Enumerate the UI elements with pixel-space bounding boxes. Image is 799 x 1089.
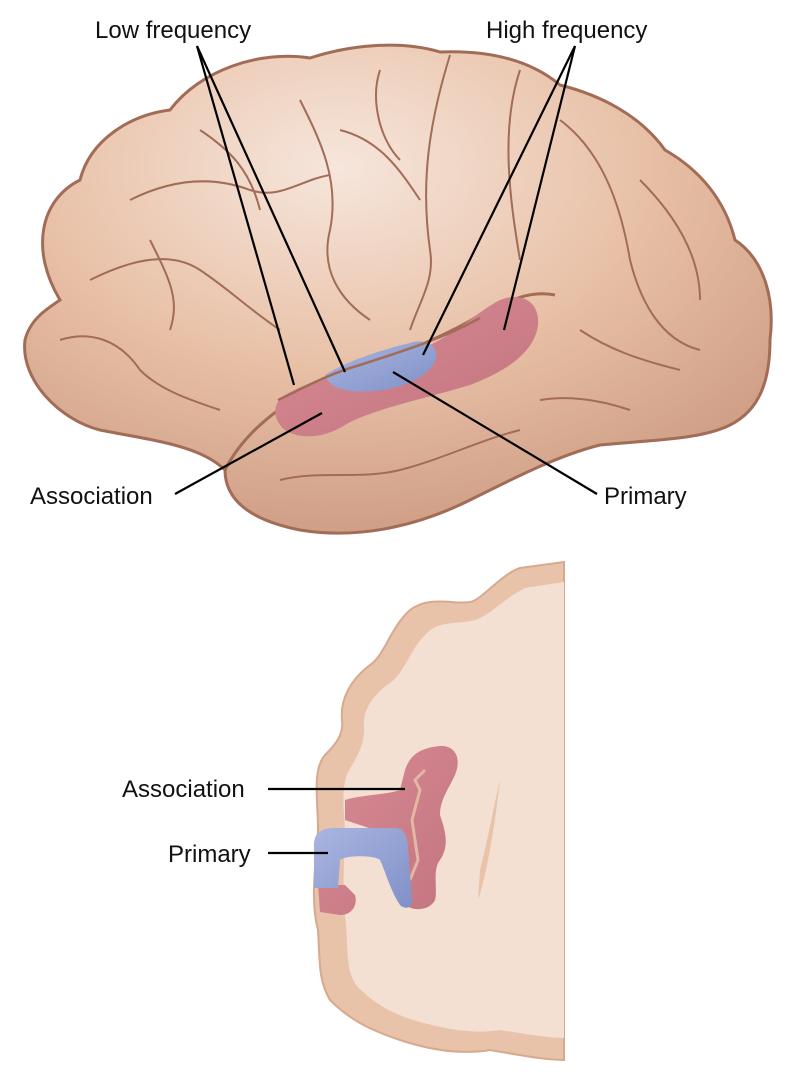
primary-region-coronal (314, 828, 412, 908)
leader-lines-lateral (174, 45, 598, 495)
leader-high-frequency-1 (422, 45, 576, 356)
internal-streak (478, 780, 500, 900)
leader-low-frequency-1 (195, 45, 296, 386)
brain-outline (23, 43, 773, 535)
leader-high-frequency-2 (502, 45, 577, 331)
coronal-section: Association Primary (122, 560, 565, 1062)
association-inner-sulcus (408, 768, 427, 881)
sulcus-over-regions (277, 316, 481, 402)
leader-primary-lateral (392, 371, 598, 495)
coronal-white-matter (343, 582, 564, 1038)
gyri-lines (59, 54, 701, 481)
label-association-coronal: Association (122, 776, 245, 803)
lateral-brain-view: Low frequency High frequency Association… (23, 17, 773, 535)
label-association-lateral: Association (30, 483, 153, 510)
label-low-frequency: Low frequency (95, 17, 251, 44)
primary-region-lateral (325, 341, 437, 392)
label-high-frequency: High frequency (486, 17, 647, 44)
leader-low-frequency-2 (195, 45, 347, 373)
leader-association-lateral (174, 412, 323, 495)
label-primary-lateral: Primary (604, 483, 687, 510)
label-primary-coronal: Primary (168, 841, 251, 868)
